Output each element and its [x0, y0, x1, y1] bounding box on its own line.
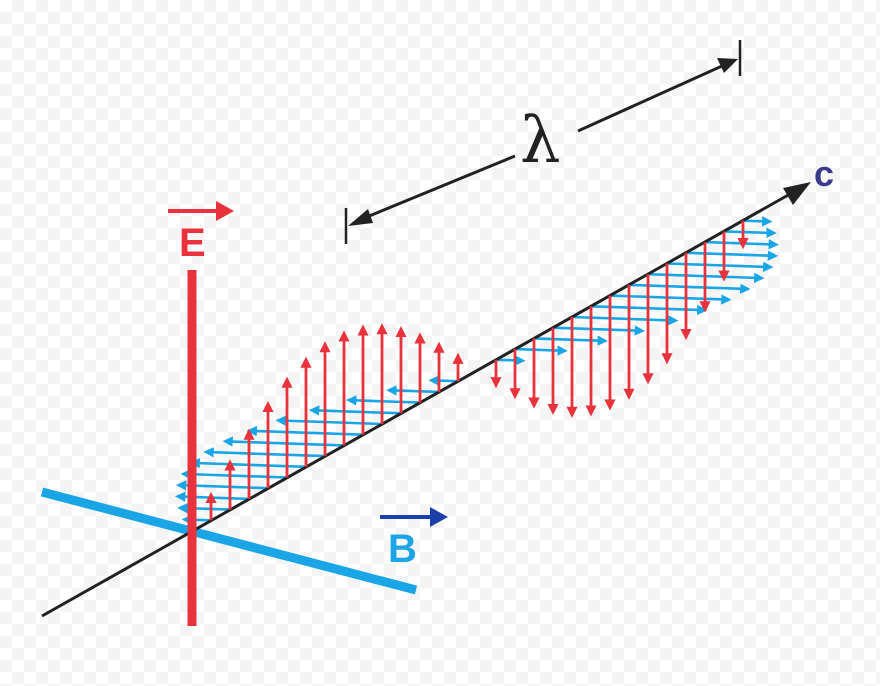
magnetic-field-arrow — [552, 325, 646, 336]
magnetic-field-arrow — [666, 261, 774, 273]
magnetic-field-arrow — [742, 216, 773, 227]
magnetic-field-arrow — [428, 375, 459, 386]
wavelength-line-right — [577, 64, 723, 133]
magnetic-field-arrow — [514, 345, 568, 356]
wavelength-arrowhead-right — [717, 58, 738, 73]
magnetic-field-arrow — [685, 250, 779, 261]
magnetic-axis — [40, 487, 418, 595]
magnetic-field-arrow — [495, 355, 526, 366]
electric-field-letter: E — [179, 221, 206, 265]
wavelength-line-left — [361, 154, 516, 221]
magnetic-field-arrow — [275, 415, 383, 426]
magnetic-field-arrow — [346, 395, 421, 406]
electric-field-vectors — [205, 220, 749, 521]
propagation-axis — [41, 192, 791, 618]
magnetic-field-label: B — [380, 507, 448, 571]
wavelength-dimension: λ — [344, 40, 742, 244]
magnetic-field-vectors — [175, 216, 779, 525]
magnetic-field-arrow — [533, 335, 608, 346]
propagation-speed-label: c — [814, 153, 834, 194]
magnetic-field-arrow — [723, 227, 777, 239]
magnetic-field-arrow — [386, 385, 440, 396]
wavelength-arrowhead-left — [348, 209, 373, 226]
magnetic-field-arrow — [571, 315, 679, 326]
magnetic-field-arrow — [180, 468, 288, 480]
wavelength-symbol: λ — [520, 104, 561, 178]
propagation-arrowhead — [783, 182, 811, 205]
magnetic-field-letter: B — [388, 527, 417, 571]
magnetic-field-arrow — [308, 405, 402, 416]
magnetic-field-arrow — [704, 239, 779, 250]
electric-field-label: E — [168, 201, 234, 265]
